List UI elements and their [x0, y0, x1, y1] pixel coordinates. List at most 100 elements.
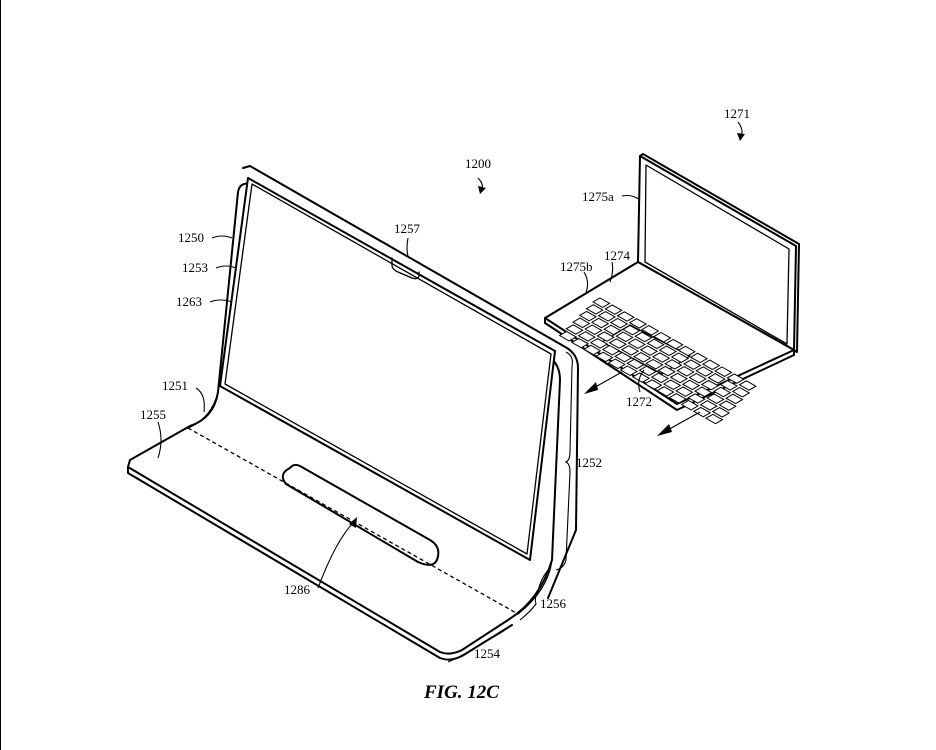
keyboard-key	[643, 379, 663, 390]
keyboard-key	[692, 406, 712, 418]
camera-notch	[391, 257, 420, 280]
display-screen	[219, 177, 556, 561]
keyboard-key	[627, 338, 646, 349]
keyboard-key	[608, 338, 628, 349]
keyboard-key	[616, 311, 635, 322]
label-1256: 1256	[540, 596, 567, 611]
keyboard-key	[704, 413, 724, 425]
page-border	[0, 0, 1, 750]
leader-1274	[609, 261, 614, 283]
keyboard-key	[725, 393, 744, 405]
laptop-keyboard	[558, 297, 757, 425]
leader-1275b	[583, 271, 589, 293]
keyboard-key	[628, 318, 648, 329]
keyboard-key	[614, 351, 633, 363]
keyboard-key	[590, 317, 610, 329]
movement-arrows	[584, 371, 701, 436]
keyboard-key	[639, 345, 659, 356]
keyboard-key	[656, 386, 675, 397]
keyboard-key	[658, 345, 678, 357]
keyboard-key	[589, 338, 609, 349]
keyboard-key	[687, 393, 706, 404]
laptop-computer	[544, 153, 800, 425]
label-1254: 1254	[474, 646, 501, 661]
leader-1272	[638, 369, 645, 393]
label-1257: 1257	[394, 221, 421, 236]
arrow-1286	[349, 517, 357, 528]
keyboard-key	[714, 366, 733, 377]
keyboard-key	[718, 400, 737, 411]
label-1275b: 1275b	[560, 259, 593, 274]
keyboard-key	[700, 379, 720, 391]
label-1250: 1250	[178, 230, 204, 245]
keyboard-key	[607, 358, 626, 370]
keyboard-key	[565, 324, 584, 335]
keyboard-key	[711, 407, 731, 418]
keyboard-key	[701, 359, 721, 371]
keyboard-key	[695, 366, 714, 377]
keyboard-key	[675, 386, 694, 397]
brace-1254	[447, 627, 509, 663]
label-1274: 1274	[604, 248, 631, 263]
keyboard-key	[645, 358, 664, 370]
keyboard-key	[706, 393, 725, 404]
keyboard-key	[712, 386, 732, 398]
keyboard-key	[632, 352, 652, 363]
arrow-head-right	[657, 424, 672, 436]
label-1263: 1263	[176, 294, 202, 309]
laptop-lid-edge	[639, 153, 800, 353]
keyboard-key	[664, 359, 683, 370]
leader-1250	[211, 235, 233, 239]
base-thickness	[127, 466, 513, 661]
leader-1286	[317, 521, 355, 589]
leader-1253	[215, 265, 237, 269]
keyboard-key	[640, 325, 660, 336]
keyboard-key	[638, 365, 657, 377]
keyboard-key	[621, 324, 641, 336]
keyboard-key	[662, 379, 682, 390]
keyboard-key	[626, 358, 645, 370]
label-1251: 1251	[162, 378, 188, 393]
keyboard-key	[669, 372, 689, 384]
keyboard-key	[604, 304, 623, 315]
keyboard-key	[597, 311, 617, 322]
keyboard-key	[719, 380, 739, 391]
keyboard-key	[665, 338, 684, 350]
arrow-1271	[737, 133, 745, 141]
keyboard-key	[699, 400, 718, 411]
label-1253: 1253	[182, 260, 208, 275]
leader-1275a	[621, 194, 641, 201]
keyboard-key	[693, 386, 713, 398]
keyboard-key	[707, 373, 726, 384]
keyboard-key	[615, 331, 634, 343]
keyboard-key	[578, 310, 598, 322]
leader-lines	[157, 121, 745, 663]
keyboard-key	[596, 331, 615, 342]
keyboard-key	[726, 373, 745, 384]
reference-labels: 1200 1271 1250 1253 1263 1251 1255 1257 …	[140, 106, 750, 661]
label-1252: 1252	[576, 455, 602, 470]
leader-1257	[406, 237, 409, 257]
laptop-base-thickness	[544, 317, 795, 411]
label-1200: 1200	[465, 156, 491, 171]
keyboard-key	[650, 372, 670, 384]
keyboard-key	[603, 324, 622, 336]
keyboard-key	[689, 352, 709, 364]
keyboard-key	[570, 337, 590, 349]
keyboard-key	[657, 365, 676, 377]
leader-1255	[157, 421, 162, 459]
keyboard-key	[670, 352, 690, 363]
display-inner-bezel	[224, 183, 552, 555]
keyboard-key	[609, 317, 629, 329]
housing-front-edge	[187, 191, 239, 429]
keyboard-key	[634, 331, 653, 343]
keyboard-key	[653, 331, 672, 343]
label-1255: 1255	[140, 407, 166, 422]
keyboard-key	[681, 379, 701, 391]
keyboard-key	[668, 393, 687, 404]
keyboard-key	[620, 345, 640, 356]
keyboard-key	[582, 344, 602, 356]
label-1286: 1286	[284, 582, 311, 597]
figure-caption: FIG. 12C	[423, 682, 499, 703]
keyboard-key	[619, 365, 639, 376]
